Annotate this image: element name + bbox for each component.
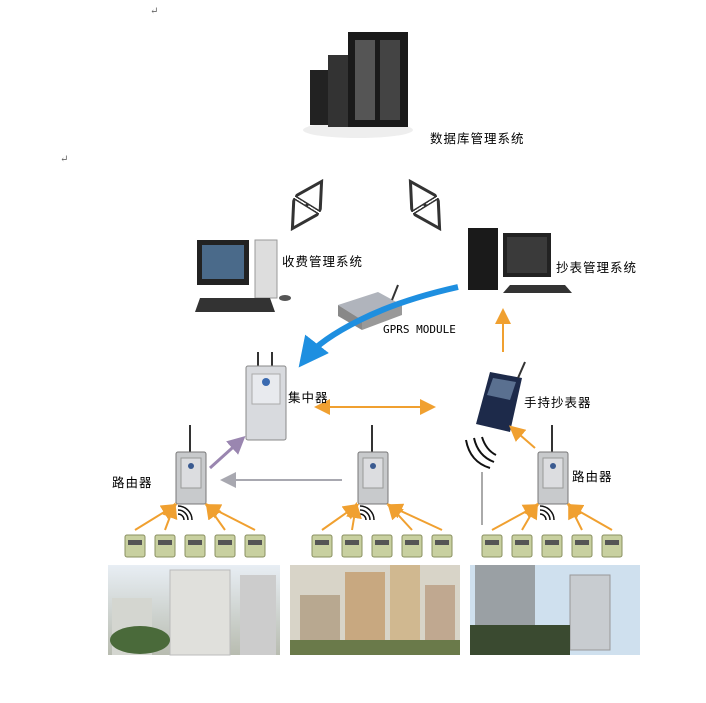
gas-meter-icon <box>566 504 623 558</box>
wireless-signal-icon <box>177 513 185 521</box>
meter-to-router-arrow <box>386 503 443 531</box>
return-mark: ↵ <box>60 154 69 165</box>
concentrator-icon <box>245 352 287 441</box>
gas-meter-icon <box>511 502 539 558</box>
gas-meter-icon <box>568 502 593 558</box>
building-photo-left <box>108 565 280 656</box>
concentrator-label: 集中器 <box>288 390 329 405</box>
wireless-signal-icon <box>539 505 555 521</box>
wireless-signal-icon <box>539 509 551 521</box>
database-system-label: 数据库管理系统 <box>430 131 525 146</box>
billing-computer-icon <box>195 239 291 312</box>
gprs-data-arrow <box>298 284 459 368</box>
db-billing-arrow <box>294 184 320 226</box>
gas-meter-icon <box>371 534 393 558</box>
db-reading-arrow <box>412 184 438 226</box>
meter-to-router-arrow <box>566 504 613 531</box>
wireless-signal-icon <box>359 513 367 521</box>
database-server-icon <box>303 32 413 138</box>
meter-reading-computer-icon <box>468 228 572 293</box>
gprs-module-label: GPRS MODULE <box>383 323 456 336</box>
meter-to-router-arrow <box>521 502 539 531</box>
billing-system-label: 收费管理系统 <box>282 254 364 269</box>
wireless-signal-icon <box>539 513 547 521</box>
router-to-handheld-arrow <box>508 425 536 449</box>
meter-to-router-arrow <box>387 503 413 531</box>
gas-meter-icon <box>184 534 206 558</box>
building-photo-right <box>470 565 640 655</box>
meter-to-router-arrow <box>204 504 256 531</box>
gas-meter-icon <box>204 504 266 558</box>
meter-to-router-arrow <box>162 502 178 531</box>
router-to-concentrator-arrow <box>208 435 246 470</box>
return-mark: ↵ <box>150 6 159 17</box>
wireless-signal-icon <box>465 436 497 469</box>
handheld-reader-label: 手持抄表器 <box>524 395 592 410</box>
handheld-reader-icon <box>476 361 526 432</box>
gas-meter-icon <box>341 502 363 558</box>
meter-reading-system-label: 抄表管理系统 <box>556 260 638 275</box>
router-icon <box>357 425 389 521</box>
router-left-label: 路由器 <box>112 475 153 490</box>
router-icon <box>537 425 569 521</box>
wireless-signal-icon <box>177 509 189 521</box>
meter-to-router-arrow <box>346 502 362 531</box>
wireless-signal-icon <box>177 505 193 521</box>
wireless-signal-icon <box>359 509 371 521</box>
router-icon <box>175 425 207 521</box>
gas-meter-icon <box>154 502 178 558</box>
building-photo-middle <box>290 565 460 655</box>
gas-meter-icon <box>541 534 563 558</box>
router-right-label: 路由器 <box>572 469 613 484</box>
gas-meter-icon <box>386 503 453 558</box>
meter-to-router-arrow <box>134 503 178 531</box>
meter-to-router-arrow <box>321 503 360 531</box>
